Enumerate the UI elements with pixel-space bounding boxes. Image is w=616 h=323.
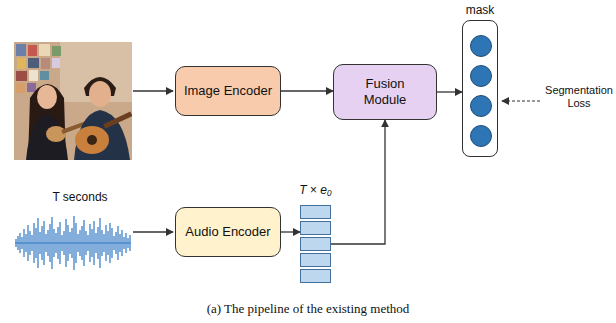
- dimension-label: T × e₀: [280, 183, 351, 197]
- input-arrow: [133, 231, 173, 232]
- photo-illustration: [14, 42, 132, 160]
- encoder-box: Image Encoder: [175, 66, 281, 116]
- mask-dot: [470, 95, 492, 117]
- loss-arrow: [502, 100, 540, 101]
- feature-stack: T × e₀: [300, 183, 331, 283]
- connector-arrow: [331, 120, 385, 244]
- mask-heading: mask: [452, 3, 508, 17]
- loss-label: Segmentation Loss: [543, 84, 615, 110]
- duration-label: T seconds: [30, 190, 130, 204]
- feature-cell: [300, 269, 331, 283]
- input-arrow: [133, 90, 173, 91]
- mask-dot: [470, 125, 492, 147]
- mask-frame: [462, 20, 498, 157]
- mask-dot: [470, 65, 492, 87]
- feature-cell: [300, 237, 331, 251]
- fusion-box: Fusion Module: [333, 64, 437, 120]
- feature-cell: [300, 253, 331, 267]
- figure-caption: (a) The pipeline of the existing method: [0, 301, 616, 317]
- connector-arrow: [437, 91, 462, 92]
- mask-dot: [470, 35, 492, 57]
- connector-arrow: [281, 90, 333, 91]
- audio-waveform: [15, 216, 131, 270]
- box-label: Audio Encoder: [185, 224, 270, 240]
- feature-cell: [300, 221, 331, 235]
- mask-output: mask: [462, 3, 498, 157]
- box-label: Fusion Module: [350, 76, 420, 107]
- box-label: Image Encoder: [184, 83, 272, 99]
- encoder-box: Audio Encoder: [175, 207, 281, 257]
- connector-arrow: [281, 231, 300, 232]
- feature-cell: [300, 205, 331, 219]
